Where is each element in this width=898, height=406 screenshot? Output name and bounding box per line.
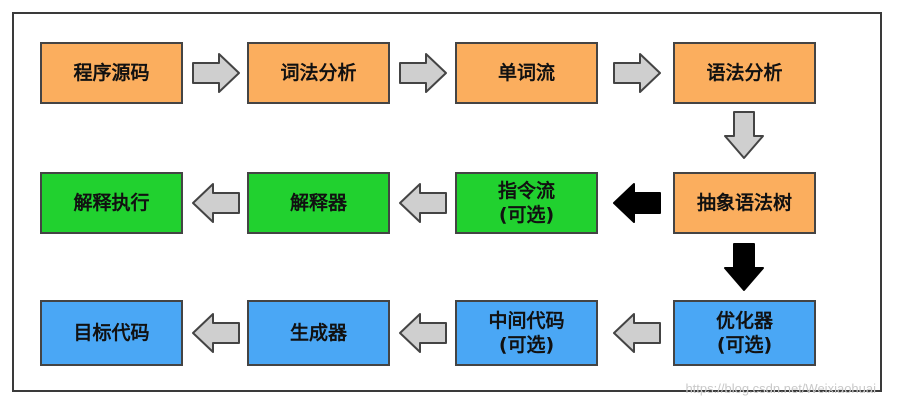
- node-label: 抽象语法树: [696, 192, 792, 214]
- watermark: https://blog.csdn.net/Weixiaohuai: [685, 381, 876, 396]
- node-label: 语法分析: [706, 62, 783, 84]
- arrow-left-icon: [613, 313, 661, 353]
- arrow-left-icon: [399, 313, 447, 353]
- node-instruction-stream: 指令流 (可选): [455, 172, 598, 234]
- node-label: 解释器: [289, 192, 347, 214]
- node-label-line1: 指令流: [497, 180, 555, 202]
- node-label-line1: 中间代码: [488, 310, 565, 332]
- node-label: 目标代码: [73, 322, 150, 344]
- arrow-left-icon: [192, 183, 240, 223]
- node-label: 生成器: [289, 322, 347, 344]
- node-label: 解释执行: [73, 192, 150, 214]
- arrow-right-icon: [613, 53, 661, 93]
- node-label: 单词流: [497, 62, 555, 84]
- node-source-code: 程序源码: [40, 42, 183, 104]
- node-target-code: 目标代码: [40, 300, 183, 366]
- node-generator: 生成器: [247, 300, 390, 366]
- node-token-stream: 单词流: [455, 42, 598, 104]
- node-optimizer: 优化器 (可选): [673, 300, 816, 366]
- arrow-down-icon: [724, 111, 764, 159]
- node-label-line1: 优化器: [715, 310, 773, 332]
- node-syntax-analysis: 语法分析: [673, 42, 816, 104]
- node-interpret-execute: 解释执行: [40, 172, 183, 234]
- arrow-left-icon: [192, 313, 240, 353]
- node-label-line2: (可选): [716, 334, 773, 356]
- node-label-line2: (可选): [498, 204, 555, 226]
- node-interpreter: 解释器: [247, 172, 390, 234]
- arrow-down-black-icon: [724, 243, 764, 291]
- arrow-left-black-icon: [613, 183, 661, 223]
- node-intermediate-code: 中间代码 (可选): [455, 300, 598, 366]
- node-label: 程序源码: [73, 62, 150, 84]
- node-ast: 抽象语法树: [673, 172, 816, 234]
- arrow-right-icon: [399, 53, 447, 93]
- arrow-right-icon: [192, 53, 240, 93]
- node-label: 词法分析: [280, 62, 357, 84]
- arrow-left-icon: [399, 183, 447, 223]
- node-label-line2: (可选): [498, 334, 555, 356]
- node-lexical-analysis: 词法分析: [247, 42, 390, 104]
